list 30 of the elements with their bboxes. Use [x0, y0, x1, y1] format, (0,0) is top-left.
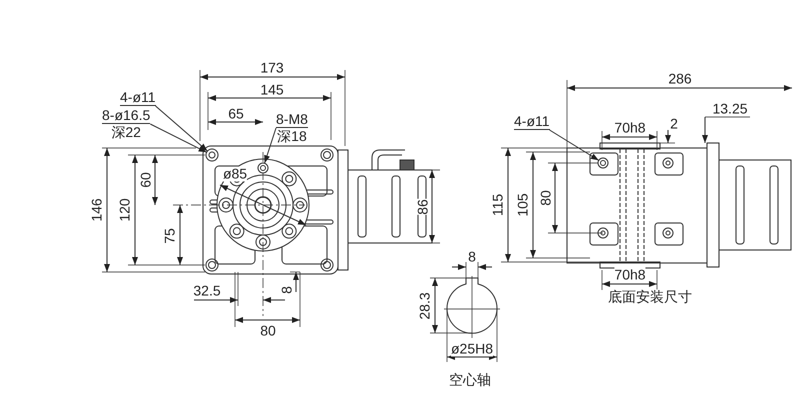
mounting-hole — [206, 148, 218, 162]
view-caption: 空心轴 — [449, 372, 491, 388]
dimension-label: 105 — [516, 193, 530, 217]
dimension-label: 32.5 — [193, 284, 221, 298]
dimension-label: 28.3 — [418, 292, 432, 320]
dimension-label: 2 — [670, 116, 678, 132]
callout-note: 8-M8 深18 — [276, 111, 308, 144]
dimension-label: 80 — [260, 324, 276, 338]
dimension-label: ø85 — [222, 166, 248, 182]
view-caption: 底面安装尺寸 — [608, 290, 692, 304]
dimension-label: 75 — [162, 228, 178, 244]
dimension-label: 145 — [260, 82, 284, 98]
dimension-label: 60 — [138, 172, 154, 188]
callout-note: 8-ø16.5 深22 — [102, 107, 150, 140]
dimension-label: 286 — [668, 72, 692, 86]
dimension-label: 146 — [90, 198, 104, 222]
dimension-label: ø25H8 — [450, 342, 494, 356]
dimension-label: 70h8 — [614, 120, 646, 136]
dimension-label: 173 — [260, 60, 284, 76]
callout-note: 4-ø11 — [120, 89, 156, 106]
dimension-label: 86 — [416, 199, 430, 215]
callout-note: 4-ø11 — [514, 113, 550, 130]
dimension-label: 13.25 — [712, 102, 748, 116]
dimension-label: 70h8 — [614, 268, 646, 282]
dimension-label: 120 — [118, 198, 132, 222]
dimension-label: 80 — [538, 190, 554, 206]
dimension-label: 8 — [280, 286, 294, 294]
dimension-label: 115 — [490, 194, 506, 216]
dimension-label: 8 — [468, 250, 476, 264]
dimension-label: 65 — [228, 106, 244, 122]
